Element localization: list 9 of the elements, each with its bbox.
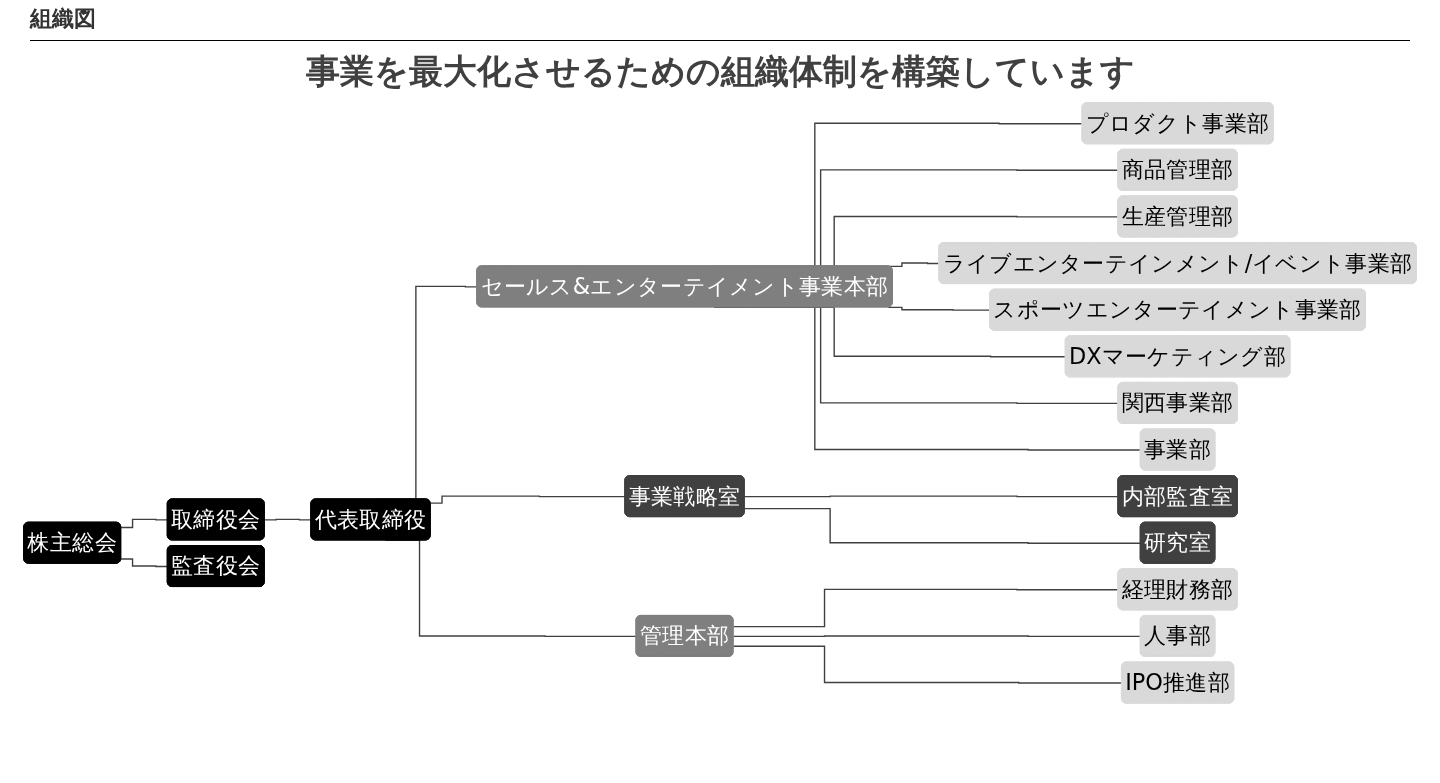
connector [887, 306, 991, 311]
connector [120, 518, 169, 529]
connector [732, 645, 1123, 684]
connector [743, 507, 1142, 544]
connector [120, 558, 169, 568]
connector [732, 635, 1142, 638]
page-heading: 組織図 [30, 5, 96, 33]
connector [264, 518, 312, 521]
slide-title: 事業を最大化させるための組織体制を構築しています [305, 50, 1135, 93]
